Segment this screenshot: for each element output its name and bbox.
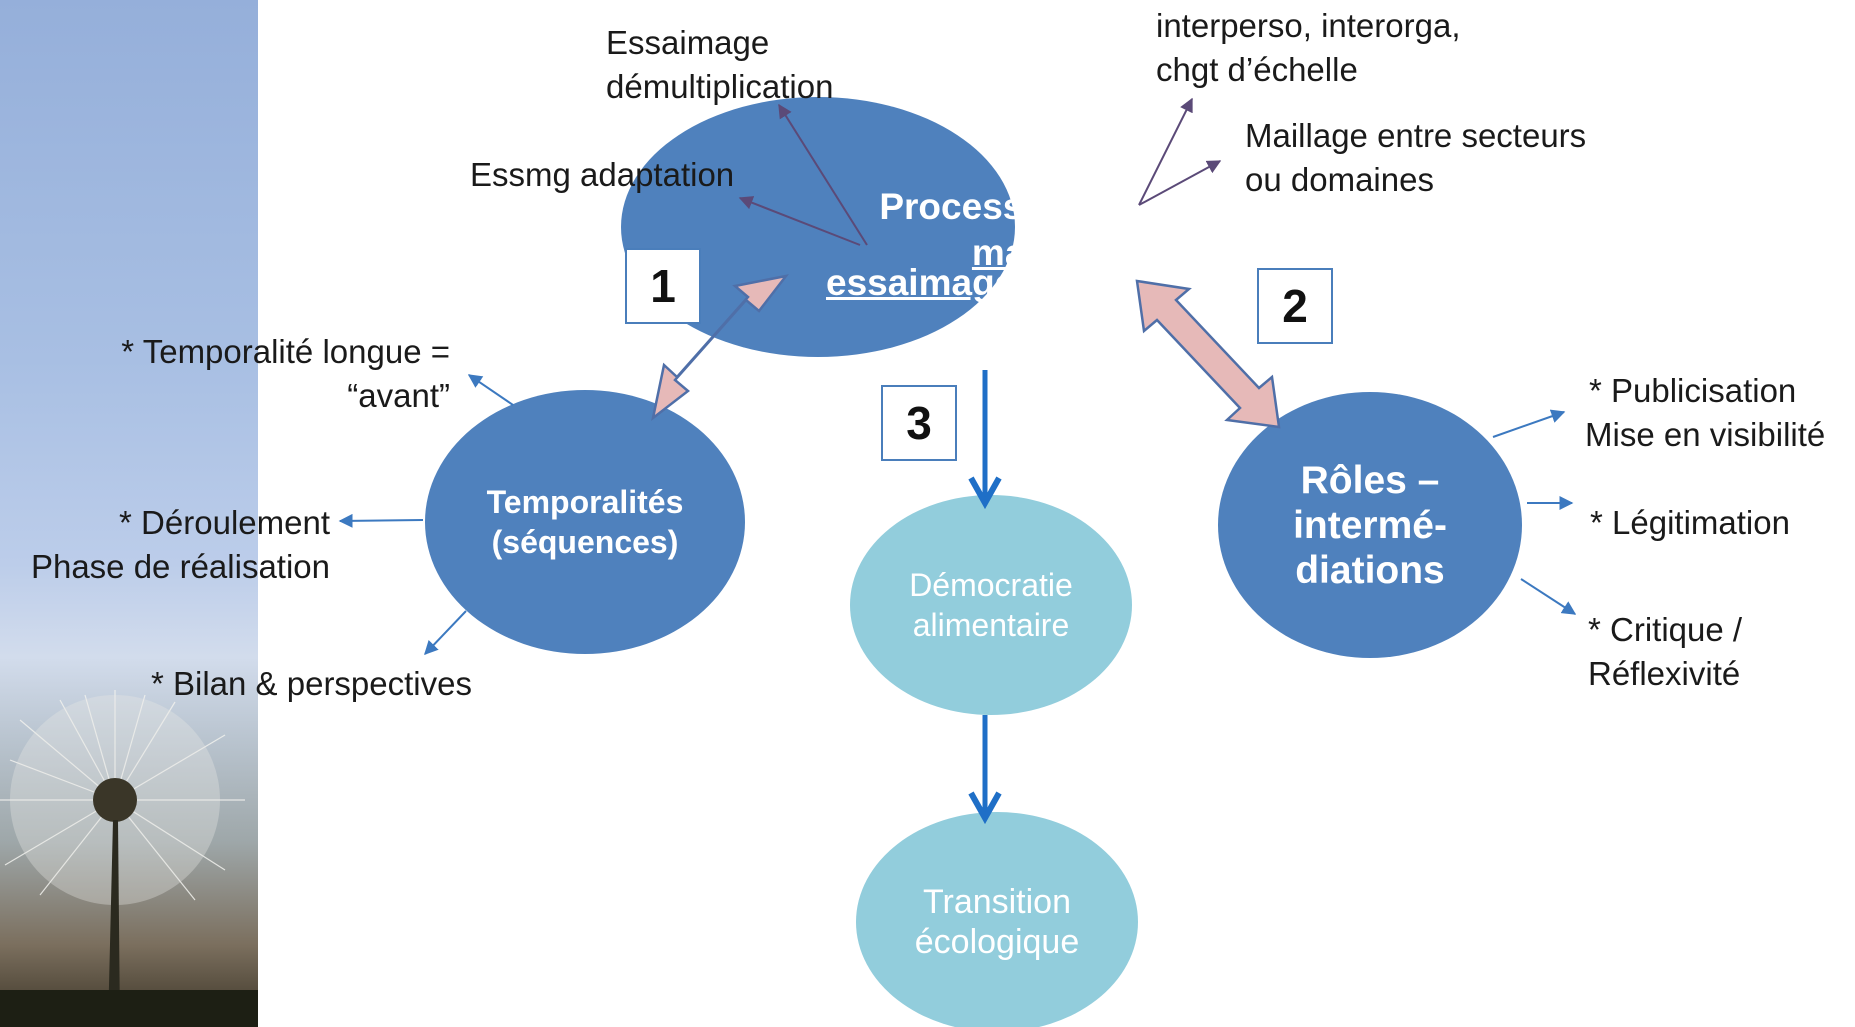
label-critique-line1: * Critique / (1588, 611, 1743, 648)
middle-node-line1: Démocratie (909, 567, 1073, 603)
number-box-2: 2 (1257, 268, 1333, 344)
arrow-to-essmg-adaptation (738, 196, 861, 246)
number-box-3: 3 (881, 385, 957, 461)
center-node: Processus de maillage (820, 150, 1120, 310)
label-essaimage-demultiplication: Essaimage démultiplication (606, 21, 833, 109)
label-maillage-line1: Maillage entre secteurs (1245, 117, 1587, 154)
right-node: Rôles – intermé- diations (1230, 455, 1510, 595)
double-arrow-1 (651, 274, 790, 422)
label-publicisation: * Publicisation Mise en visibilité (1585, 369, 1825, 457)
arrow-to-critique (1520, 578, 1577, 615)
label-essmg-adaptation: Essmg adaptation (470, 156, 735, 193)
arrow-to-maillage-secteurs (1138, 160, 1222, 206)
label-temporalite-line1: * Temporalité longue = (121, 333, 450, 370)
left-node: Temporalités (séquences) (440, 472, 730, 572)
label-temporalite-line2: “avant” (347, 377, 450, 414)
arrow-to-publicisation (1492, 409, 1566, 438)
label-deroulement-line1: * Déroulement (119, 504, 330, 541)
double-arrow-2 (1135, 279, 1281, 429)
middle-node-shape (850, 495, 1132, 715)
label-interperso-line2: chgt d’échelle (1156, 51, 1358, 88)
bottom-node: Transition écologique (866, 880, 1128, 964)
label-essaimage-line2: démultiplication (606, 68, 834, 105)
right-node-line3: diations (1295, 548, 1445, 592)
number-box-1: 1 (625, 248, 701, 324)
label-maillage-secteurs: Maillage entre secteurs ou domaines (1245, 114, 1586, 202)
label-legitimation: * Légitimation (1590, 504, 1790, 541)
bottom-node-line1: Transition (922, 883, 1072, 921)
label-temporalite-longue: * Temporalité longue = “avant” (60, 330, 450, 418)
arrow-to-temporalite-longue (467, 374, 514, 406)
label-publicisation-line2: Mise en visibilité (1585, 416, 1826, 453)
center-node-line3: essaimage (826, 262, 1016, 303)
left-node-line1: Temporalités (486, 484, 684, 520)
arrow-to-interperso (1138, 97, 1193, 206)
middle-node-line2: alimentaire (912, 607, 1070, 643)
label-interperso-line1: interperso, interorga, (1156, 7, 1461, 44)
center-node-line1: Processus de (879, 186, 1120, 227)
label-critique: * Critique / Réflexivité (1588, 608, 1742, 696)
label-essaimage-line1: Essaimage (606, 24, 770, 61)
label-maillage-line2: ou domaines (1245, 161, 1434, 198)
bottom-node-line2: écologique (914, 923, 1080, 961)
label-bilan: * Bilan & perspectives (151, 665, 472, 702)
center-node-line2: maillage (971, 232, 1120, 273)
left-node-line2: (séquences) (491, 524, 679, 560)
label-deroulement-line2: Phase de réalisation (30, 548, 330, 585)
arrow-to-bilan (424, 610, 467, 656)
arrow-to-deroulement (338, 513, 424, 528)
dandelion-image (0, 690, 258, 1027)
flow-arrow-middle-to-bottom (968, 715, 1002, 825)
arrow-to-essaimage-demult (778, 103, 868, 246)
right-node-shape (1218, 392, 1522, 658)
center-node-shape (621, 97, 1015, 357)
right-node-line1: Rôles – (1300, 458, 1440, 502)
middle-node: Démocratie alimentaire (860, 563, 1122, 647)
decorative-side-strip (0, 0, 258, 1027)
flow-arrow-center-to-middle (968, 370, 1002, 510)
label-critique-line2: Réflexivité (1588, 655, 1741, 692)
right-node-line2: intermé- (1293, 503, 1447, 547)
label-interperso: interperso, interorga, chgt d’échelle (1156, 4, 1461, 92)
label-deroulement: * Déroulement Phase de réalisation (10, 501, 330, 589)
left-node-shape (425, 390, 745, 654)
bottom-node-shape (856, 812, 1138, 1027)
label-publicisation-line1: * Publicisation (1589, 372, 1797, 409)
